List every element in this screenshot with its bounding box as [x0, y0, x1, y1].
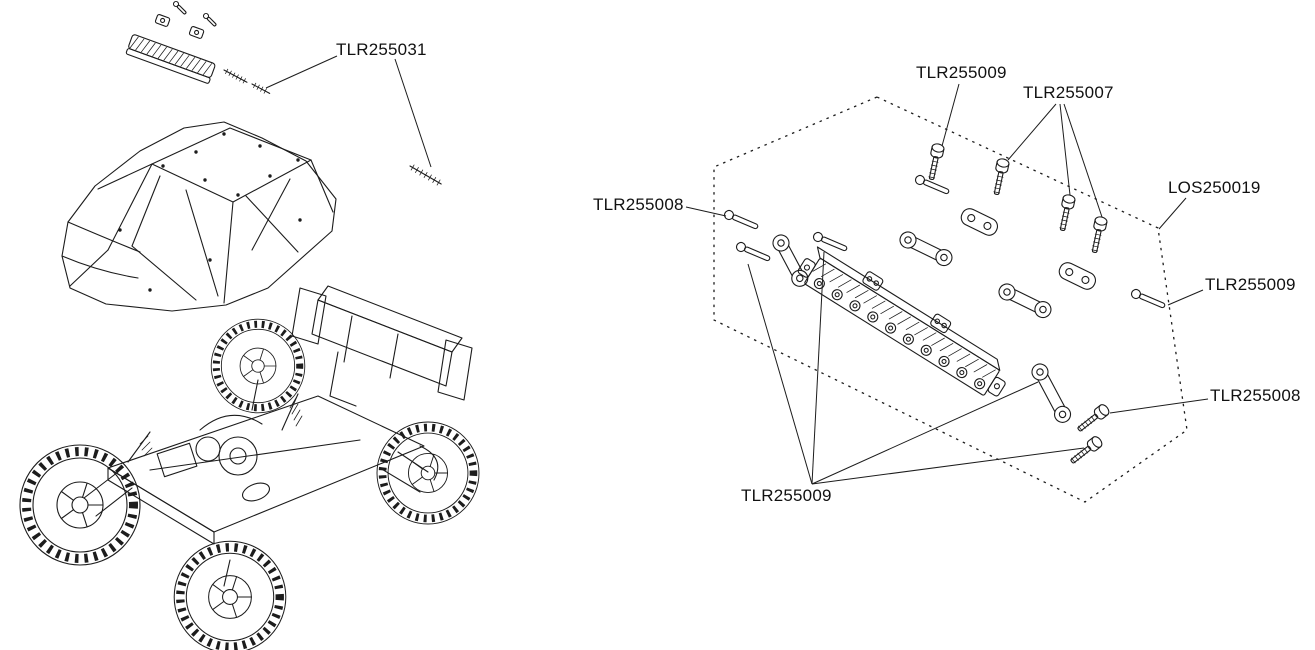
link-part [1031, 363, 1072, 423]
hinge-pin-part [735, 241, 771, 262]
clamp-part [188, 26, 205, 39]
screw-part [928, 143, 945, 181]
leader-tlr255009-bottom [811, 381, 1039, 485]
hinge-pin-part [723, 209, 759, 230]
chassis [83, 379, 439, 587]
hinge-brace-assembly [125, 0, 271, 94]
hinge-pin-part [251, 82, 271, 94]
part-label-tlr255007: TLR255007 [1023, 83, 1114, 102]
clamp-part [154, 14, 171, 27]
leader-lines [265, 55, 1209, 485]
part-label-tlr255009-right: TLR255009 [1205, 275, 1296, 294]
leader-tlr255007 [1063, 103, 1103, 218]
clamp-part [862, 271, 884, 291]
bracket-part [960, 208, 999, 236]
wheel [173, 540, 287, 650]
leader-tlr255009-bottom [811, 251, 825, 485]
leader-tlr255031 [394, 58, 432, 168]
part-label-tlr255031: TLR255031 [336, 40, 427, 59]
leader-tlr255009-bottom [811, 447, 1085, 485]
hinge-pin-part [812, 231, 848, 252]
screw-part [1070, 436, 1103, 464]
cage-body-illustration [61, 121, 337, 312]
part-label-tlr255009-bottom: TLR255009 [741, 486, 832, 505]
link-part [772, 234, 809, 287]
screw-part [1091, 216, 1108, 254]
screw-part [202, 12, 217, 27]
leader-tlr255007 [1059, 103, 1071, 196]
assembly-boundary-outline [713, 96, 1188, 503]
leader-tlr255009-right [1167, 289, 1204, 306]
clamp-part [930, 313, 952, 334]
wheel [19, 444, 141, 566]
leader-tlr255009-top [941, 83, 960, 147]
hinge-pin-part [409, 164, 442, 186]
leader-los250019 [1158, 197, 1187, 230]
bracket-part [1058, 262, 1097, 290]
part-label-tlr255009-top: TLR255009 [916, 63, 1007, 82]
part-label-tlr255008-left: TLR255008 [593, 195, 684, 214]
leader-tlr255008-left [685, 206, 727, 217]
screw-part [172, 0, 187, 15]
leader-tlr255009-bottom [747, 263, 813, 485]
hinge-pin-part [223, 68, 248, 84]
wheel [210, 318, 306, 414]
leader-tlr255008-right [1109, 398, 1209, 414]
light-bar-assembly [723, 143, 1166, 464]
part-label-los250019: LOS250019 [1168, 178, 1261, 197]
buggy-illustration [19, 285, 480, 650]
wheel [376, 421, 480, 525]
hinge-pin-part [914, 174, 950, 195]
leader-tlr255031 [265, 55, 338, 89]
link-part [998, 283, 1052, 319]
link-part [899, 231, 953, 267]
screw-part [1077, 404, 1110, 432]
rear-wing [291, 285, 473, 407]
screw-part [993, 158, 1010, 196]
screw-part [1059, 194, 1076, 232]
leader-tlr255007 [1007, 103, 1057, 161]
part-label-tlr255008-right: TLR255008 [1210, 386, 1301, 405]
hinge-pin-part [1130, 288, 1166, 309]
